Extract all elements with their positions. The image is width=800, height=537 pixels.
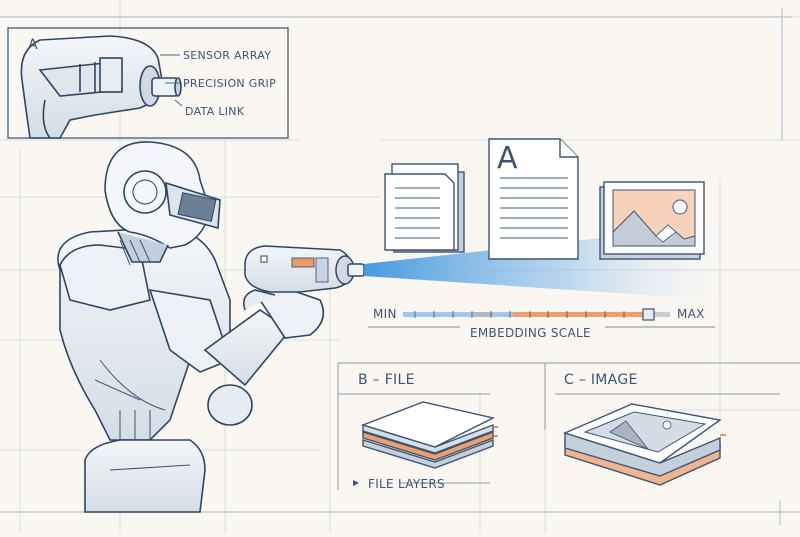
embedding-scale-bar bbox=[368, 308, 715, 328]
callout-sensor-array: SENSOR ARRAY bbox=[183, 49, 272, 62]
caption-arrow-icon bbox=[353, 480, 359, 486]
panel-c-title: C – IMAGE bbox=[564, 372, 638, 388]
scale-min-label: MIN bbox=[373, 307, 397, 321]
panel-frames bbox=[337, 362, 800, 490]
panel-b-caption: FILE LAYERS bbox=[368, 477, 445, 491]
inset-scanner-device bbox=[20, 35, 182, 139]
inset-callout-lines bbox=[160, 54, 183, 107]
scale-title: EMBEDDING SCALE bbox=[470, 326, 591, 340]
callout-data-link: DATA LINK bbox=[185, 105, 245, 118]
document-stack-icon bbox=[384, 163, 465, 253]
robot-figure bbox=[57, 141, 325, 513]
scale-handle bbox=[642, 308, 655, 321]
image-icon bbox=[599, 181, 705, 260]
robot-joint-detail bbox=[94, 239, 191, 471]
panel-b-title: B – FILE bbox=[358, 372, 415, 388]
inset-a-frame bbox=[7, 27, 289, 139]
scale-max-label: MAX bbox=[677, 307, 705, 321]
scanner-device bbox=[244, 245, 365, 293]
image-layers-icon bbox=[563, 403, 726, 486]
inset-letter: A bbox=[28, 37, 38, 53]
text-document-icon bbox=[488, 138, 579, 260]
document-letter: A bbox=[497, 141, 518, 176]
file-layers-icon bbox=[360, 401, 498, 469]
callout-precision-grip: PRECISION GRIP bbox=[183, 77, 277, 90]
